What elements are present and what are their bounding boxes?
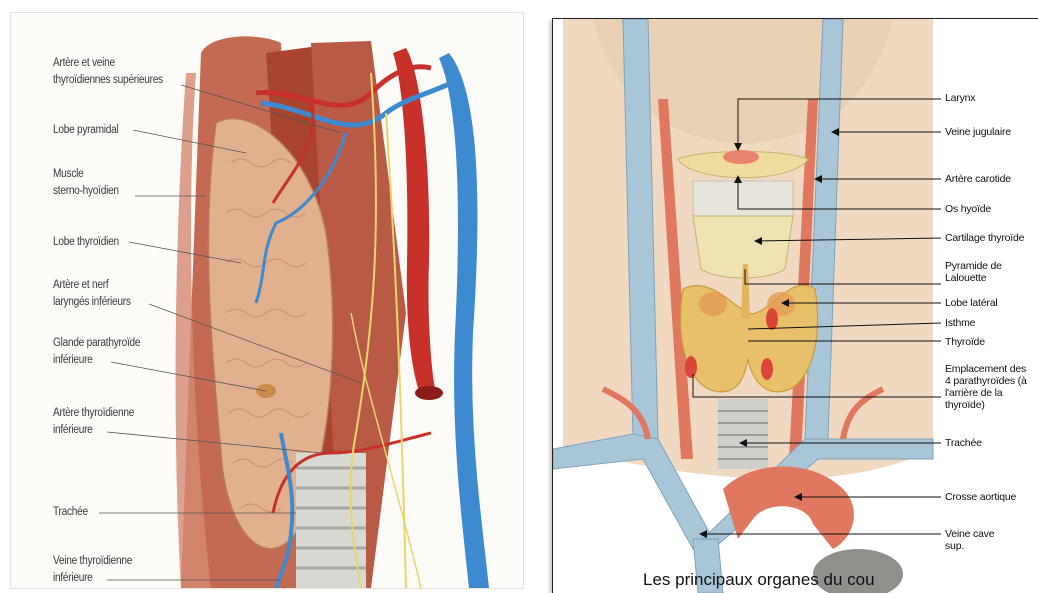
label-inferior-thyroid-artery: Artère thyroïdienne inférieure (53, 405, 134, 439)
trachea (296, 453, 366, 588)
label-parathyroid-locations: Emplacement des 4 parathyroïdes (à l'arr… (945, 363, 1037, 411)
label-pyramid-lalouette: Pyramide de Lalouette (945, 260, 1002, 284)
parathyroid-2 (766, 308, 778, 330)
label-inferior-thyroid-vein: Veine thyroïdienne inférieure (53, 553, 132, 587)
label-pyramidal-lobe: Lobe pyramidal (53, 122, 119, 139)
label-thyroid-cartilage: Cartilage thyroïde (945, 232, 1024, 244)
label-larynx: Larynx (945, 92, 975, 104)
right-anatomy-figure: Larynx Veine jugulaire Artère carotide O… (552, 18, 1038, 593)
left-anatomy-figure: Artère et veine thyroïdiennes supérieure… (10, 12, 524, 589)
label-jugular-vein: Veine jugulaire (945, 126, 1011, 138)
label-superior-vena-cava: Veine cave sup. (945, 528, 994, 552)
label-hyoid-bone: Os hyoïde (945, 203, 991, 215)
label-inferior-laryngeal: Artère et nerf laryngés inférieurs (53, 277, 131, 311)
label-lateral-lobe: Lobe latéral (945, 297, 997, 309)
larynx-top (723, 150, 759, 164)
label-trachea-left: Trachée (53, 504, 88, 521)
trachea-right (718, 399, 768, 469)
label-sterno-hyoid-muscle: Muscle sterno-hyoïdien (53, 166, 119, 200)
aortic-arch (723, 467, 854, 550)
label-isthmus: Isthme (945, 317, 975, 329)
parathyroid-1 (685, 356, 697, 378)
label-parathyroid: Glande parathyroïde inférieure (53, 335, 140, 369)
label-carotid-artery: Artère carotide (945, 173, 1011, 185)
label-thyroid-lobe: Lobe thyroïdien (53, 234, 119, 251)
label-superior-thyroid-vessels: Artère et veine thyroïdiennes supérieure… (53, 55, 163, 89)
label-aortic-arch: Crosse aortique (945, 491, 1016, 503)
figure-caption: Les principaux organes du cou (643, 570, 875, 590)
jugular-vein (439, 53, 489, 588)
label-trachea-right: Trachée (945, 437, 982, 449)
parathyroid-3 (761, 358, 773, 380)
label-thyroid: Thyroïde (945, 336, 985, 348)
